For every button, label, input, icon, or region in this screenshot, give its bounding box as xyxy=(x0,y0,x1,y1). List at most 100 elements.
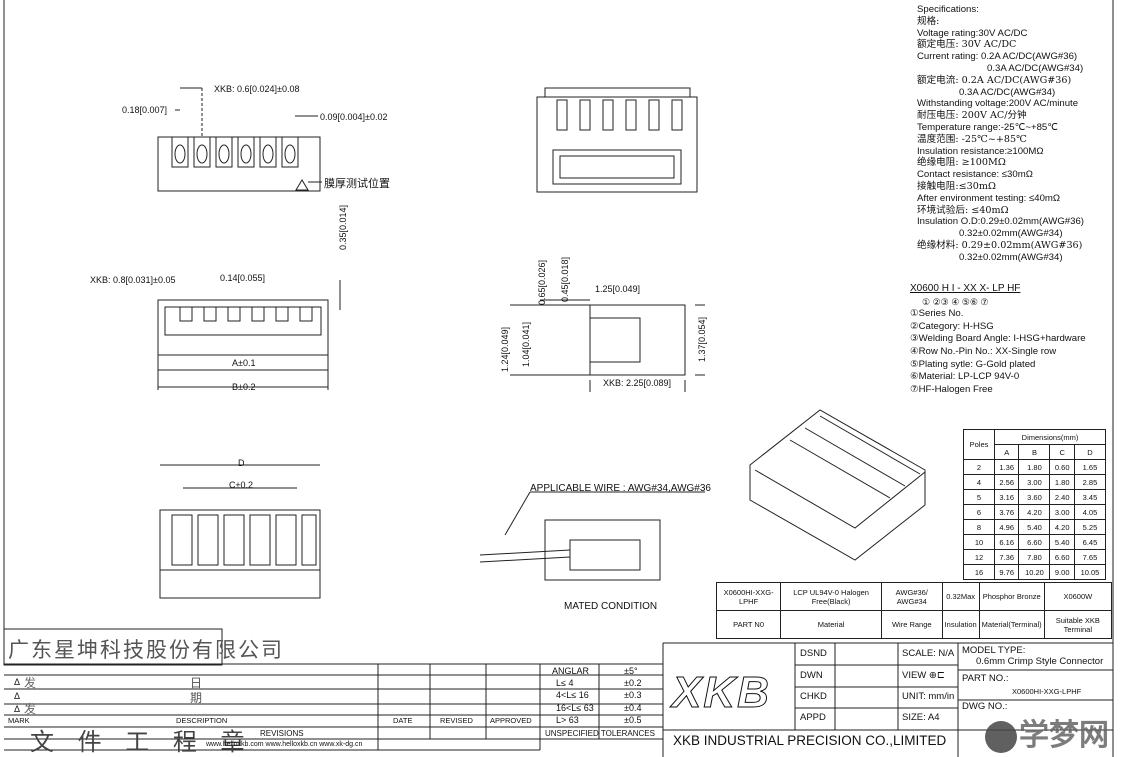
table-cell: 6.45 xyxy=(1073,534,1107,550)
dim-018: 0.18[0.007] xyxy=(122,105,168,115)
tolerance-value: ±0.2 xyxy=(624,678,642,688)
part-number-item: ④Row No.-Pin No.: XX-Single row xyxy=(910,345,1057,357)
projection-symbol-icon: ⊕⊏ xyxy=(926,670,945,681)
spec-line: Voltage rating:30V AC/DC xyxy=(917,27,1028,39)
tolerance-range: 16<L≤ 63 xyxy=(556,703,594,713)
specifications-block: Specifications: 规格:Voltage rating:30V AC… xyxy=(917,4,1084,264)
dim-c: C±0.2 xyxy=(229,480,253,490)
table-cell: 4.20 xyxy=(1018,504,1051,520)
dim-009: 0.09[0.004]±0.02 xyxy=(320,112,388,122)
document-stamp-cn: 文 件 工 程 章 xyxy=(30,728,253,756)
watermark: 学梦网 xyxy=(985,710,1109,754)
dim-035: 0.35[0.014] xyxy=(338,204,348,250)
table-cell: 12 xyxy=(963,549,995,565)
table-cell: 8 xyxy=(963,519,995,535)
table-cell: 9.00 xyxy=(1049,564,1075,580)
date-cn-2: 期 xyxy=(190,691,203,705)
tolerance-range: L≤ 4 xyxy=(556,678,574,688)
dim-137: 1.37[0.054] xyxy=(697,316,707,362)
table-cell: 4.20 xyxy=(1049,519,1075,535)
rev-header-approved: APPROVED xyxy=(490,716,532,725)
table-cell: 3.00 xyxy=(1049,504,1075,520)
table-cell: 0.60 xyxy=(1049,459,1075,475)
mated-condition-label: MATED CONDITION xyxy=(564,601,658,612)
applicable-wire-label: APPLICABLE WIRE : AWG#34,AWG#36 xyxy=(530,483,711,494)
table-cell: 6 xyxy=(963,504,995,520)
dim-104: 1.04[0.041] xyxy=(521,321,531,367)
rev-cn-1: 发 xyxy=(24,676,37,690)
table-cell: 3.76 xyxy=(993,504,1020,520)
role-dwn: DWN xyxy=(800,670,823,681)
dim-065: 0.65[0.026] xyxy=(537,259,547,305)
xkb-logo: XKB xyxy=(672,668,771,718)
table-cell: 3.16 xyxy=(993,489,1020,505)
table-cell: 10.05 xyxy=(1073,564,1107,580)
rev-header-revised: REVISED xyxy=(440,716,473,725)
unit-label: UNIT: mm/in xyxy=(902,691,955,702)
scale-label: SCALE: N/A xyxy=(902,648,955,659)
table-cell: 10.20 xyxy=(1018,564,1051,580)
spec-line: 耐压电压: 200V AC/分钟 xyxy=(917,110,1027,122)
company-name-cn: 广东星坤科技股份有限公司 xyxy=(8,638,284,662)
rev-header-date: DATE xyxy=(393,716,413,725)
part-number-item: ⑥Material: LP-LCP 94V-0 xyxy=(910,371,1020,383)
title-block-lines xyxy=(3,628,1113,757)
dimension-column-header: A xyxy=(993,444,1020,460)
table-cell: 7.65 xyxy=(1073,549,1107,565)
part-number-code: X0600 H I - XX X- LP HF xyxy=(910,283,1021,294)
part-number-item: ③Welding Board Angle: I-HSG+hardware xyxy=(910,333,1086,345)
spec-line: 绝缘材料: 0.29±0.02mm(AWG#36) xyxy=(917,239,1083,251)
spec-line: Current rating: 0.2A AC/DC(AWG#36) xyxy=(917,51,1078,63)
film-test-label: 膜厚测试位置 xyxy=(324,177,390,190)
watermark-text: 学梦网 xyxy=(1019,718,1109,753)
table-cell: 2.40 xyxy=(1049,489,1075,505)
spec-line: 规格: xyxy=(917,15,940,27)
table-cell: 4 xyxy=(963,474,995,490)
tolerance-value: ±0.5 xyxy=(624,715,642,725)
bom-value-cell: AWG#36/ AWG#34 xyxy=(881,582,943,611)
part-no-label: PART NO.: xyxy=(962,673,1009,684)
dim-xkb-06: XKB: 0.6[0.024]±0.08 xyxy=(214,84,300,94)
dim-124: 1.24[0.049] xyxy=(500,326,510,372)
model-type-label: MODEL TYPE: xyxy=(962,645,1026,656)
table-cell: 2.85 xyxy=(1073,474,1107,490)
spec-line: Insulation resistance:≥100MΩ xyxy=(917,145,1044,157)
spec-line: 接触电阻:≤30mΩ xyxy=(917,180,996,192)
table-cell: 10 xyxy=(963,534,995,550)
table-cell: 1.80 xyxy=(1049,474,1075,490)
table-cell: 4.96 xyxy=(993,519,1020,535)
tolerance-range: 4<L≤ 16 xyxy=(556,690,589,700)
part-number-legend: X0600 H I - XX X- LP HF ① ②③ ④ ⑤⑥ ⑦ ①Ser… xyxy=(910,283,1086,396)
tolerance-range: L> 63 xyxy=(556,715,579,725)
table-cell: 1.65 xyxy=(1073,459,1107,475)
specifications-title: Specifications: xyxy=(917,4,979,15)
tolerance-value: ±0.3 xyxy=(624,690,642,700)
bottom-view-drawing xyxy=(159,464,321,599)
spec-line: Contact resistance: ≤30mΩ xyxy=(917,169,1033,181)
bom-value-cell: LCP UL94V-0 Halogen Free(Black) xyxy=(780,582,882,611)
dimensions-header: Dimensions(mm) xyxy=(993,429,1107,445)
part-no-value: X0600HI-XXG-LPHF xyxy=(1012,687,1082,696)
rev-mark-2: Δ xyxy=(14,691,21,701)
view-label: VIEW ⊕⊏ xyxy=(902,670,945,681)
bom-label-cell: Material(Terminal) xyxy=(978,610,1045,639)
bom-value-cell: X0600W xyxy=(1043,582,1113,611)
table-cell: 5.40 xyxy=(1049,534,1075,550)
date-cn-1: 日 xyxy=(190,676,203,690)
table-cell: 1.36 xyxy=(993,459,1020,475)
part-number-item: ⑦HF-Halogen Free xyxy=(910,383,993,395)
table-cell: 7.80 xyxy=(1018,549,1051,565)
dim-xkb-08: XKB: 0.8[0.031]±0.05 xyxy=(90,275,176,285)
rev-header-description: DESCRIPTION xyxy=(176,716,228,725)
rev-mark-1: Δ xyxy=(14,677,21,687)
dim-125: 1.25[0.049] xyxy=(595,284,641,294)
spec-line: 额定电流: 0.2A AC/DC(AWG#36) xyxy=(917,74,1072,86)
table-cell: 1.80 xyxy=(1018,459,1051,475)
table-cell: 4.05 xyxy=(1073,504,1107,520)
